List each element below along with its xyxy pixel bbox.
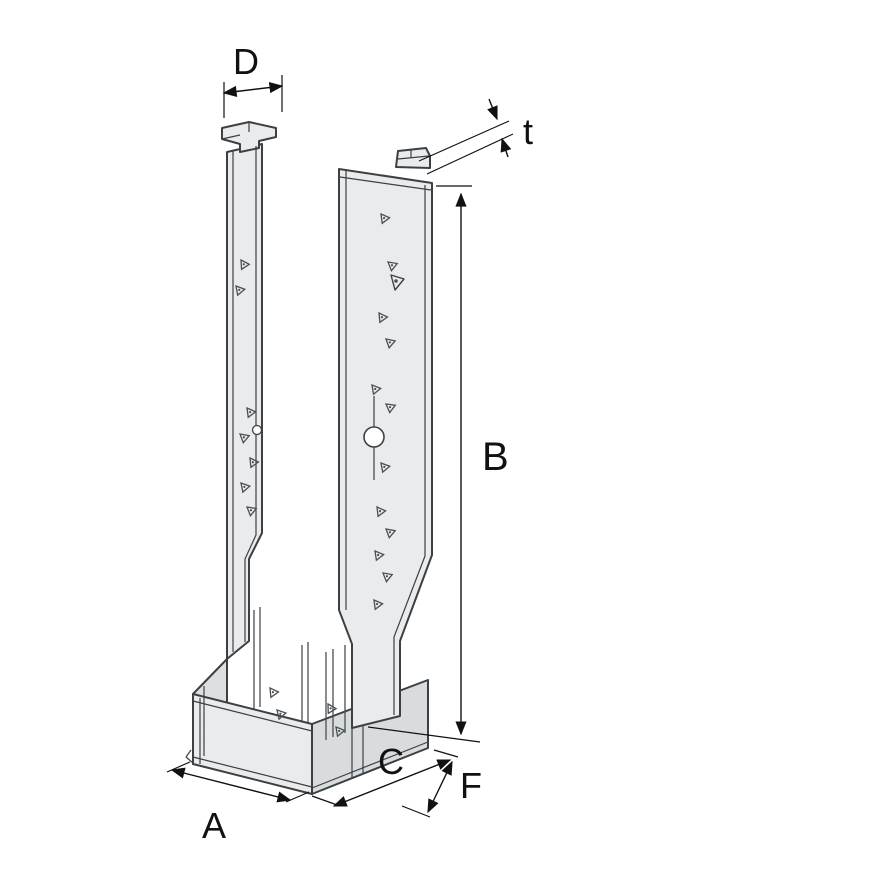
dim-F-extension-lines [401, 805, 431, 818]
locator-tab-dot [394, 279, 398, 283]
left-flange [221, 121, 277, 660]
dim-label-C: C [378, 741, 404, 782]
bolt-hole [363, 426, 385, 448]
dim-t-arrow-top [487, 98, 498, 121]
locator-tab-marker [390, 274, 405, 291]
dim-t-arrow-bottom [500, 137, 512, 158]
dim-label-B: B [482, 435, 509, 479]
left-flange-outline [226, 143, 263, 660]
dim-label-D: D [233, 41, 259, 82]
dim-F-arrow-line [427, 760, 453, 814]
front-plate [338, 147, 433, 729]
dim-A-seat-width: A [166, 761, 310, 846]
front-plate-detail-lines [339, 150, 432, 715]
dim-t-extension-lines [418, 120, 514, 175]
front-plate-outline [338, 168, 433, 729]
small-hole [251, 424, 263, 436]
nail-hole-icon [325, 703, 338, 716]
u-slot-walls [253, 607, 346, 740]
u-slot-lines [253, 607, 346, 740]
dim-A-arrow-line [170, 767, 292, 803]
dim-label-A: A [202, 805, 226, 846]
dim-F-flange: F [401, 760, 482, 818]
dim-label-F: F [460, 765, 482, 806]
dim-B-height: B [367, 185, 509, 743]
left-flange-detail-lines [221, 122, 277, 652]
seat-front-face [192, 693, 313, 795]
seat-front [185, 658, 313, 795]
dim-label-t: t [523, 111, 533, 152]
left-flange-top-tab [221, 121, 277, 153]
nail-hole-icon [267, 687, 280, 700]
dim-D-width: D [222, 41, 284, 118]
dim-D-arrow-line [222, 81, 284, 98]
dim-B-extension-lines [367, 185, 481, 743]
dim-t-thickness: t [418, 98, 533, 175]
